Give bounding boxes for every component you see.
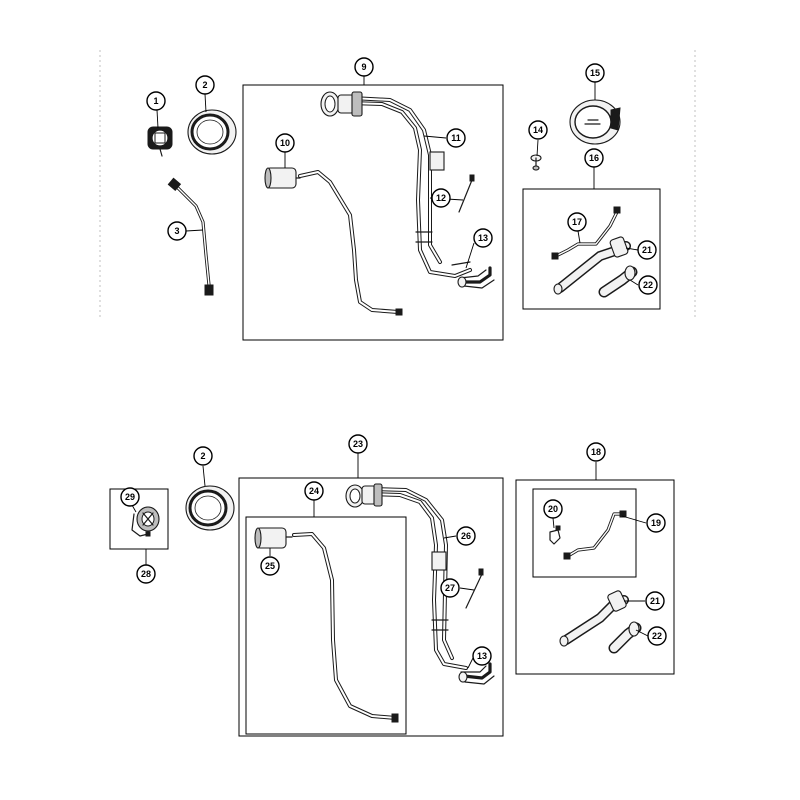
callout-29-label: 29: [125, 492, 135, 502]
group-frame-18: [515, 479, 675, 675]
tube-icon: [298, 170, 403, 316]
callout-9: 9: [354, 57, 374, 77]
callout-21: 21: [637, 240, 657, 260]
callout-20-label: 20: [548, 504, 558, 514]
callout-22-label: 22: [643, 280, 653, 290]
callout-13-bottom-label: 13: [477, 651, 487, 661]
callout-21-label: 21: [642, 245, 652, 255]
callout-24-label: 24: [309, 486, 319, 496]
callout-13-bottom: 13: [472, 646, 492, 666]
callout-9-label: 9: [361, 62, 366, 72]
callout-14-label: 14: [533, 125, 543, 135]
tube-icon: [563, 510, 627, 560]
filler-neck-icon: [320, 91, 472, 278]
grommet-ring-icon: [185, 485, 235, 531]
hose-icon: [458, 662, 495, 685]
callout-29: 29: [120, 487, 140, 507]
callout-11: 11: [446, 128, 466, 148]
callout-2-label: 2: [202, 80, 207, 90]
callout-28-label: 28: [141, 569, 151, 579]
callout-15: 15: [585, 63, 605, 83]
tether-icon: [131, 513, 151, 537]
callout-2-bottom-label: 2: [200, 451, 205, 461]
callout-18-label: 18: [591, 447, 601, 457]
leader-lines-bottom: [131, 453, 649, 669]
filler-neck-icon: [345, 483, 468, 670]
hose-icon: [608, 621, 642, 654]
callout-16-label: 16: [589, 153, 599, 163]
vapor-canister-icon: [264, 167, 301, 189]
group-frame-23: [238, 477, 504, 737]
callout-11-label: 11: [451, 133, 461, 143]
callout-12-label: 12: [436, 193, 446, 203]
callout-22: 22: [638, 275, 658, 295]
callout-27: 27: [440, 578, 460, 598]
callout-2: 2: [195, 75, 215, 95]
callout-26: 26: [456, 526, 476, 546]
callout-12: 12: [431, 188, 451, 208]
tube-icon: [167, 177, 214, 296]
push-pin-icon: [549, 525, 561, 545]
push-pin-icon: [530, 154, 542, 171]
callout-15-label: 15: [590, 68, 600, 78]
callout-28: 28: [136, 564, 156, 584]
tube-icon: [551, 206, 621, 260]
callout-25: 25: [260, 556, 280, 576]
callout-3: 3: [167, 221, 187, 241]
leader-lines-top: [156, 76, 639, 286]
callout-3-label: 3: [174, 226, 179, 236]
callout-25-label: 25: [265, 561, 275, 571]
group-frame-28: [109, 488, 169, 550]
callout-18: 18: [586, 442, 606, 462]
callout-14: 14: [528, 120, 548, 140]
callout-23-label: 23: [353, 439, 363, 449]
vapor-canister-icon: [254, 527, 293, 549]
group-frame-16: [522, 188, 661, 310]
group-frame-9: [242, 84, 504, 341]
callout-16: 16: [584, 148, 604, 168]
hose-icon: [457, 266, 495, 289]
callout-21-bottom: 21: [645, 591, 665, 611]
callout-13-label: 13: [478, 233, 488, 243]
callout-22-bottom-label: 22: [652, 631, 662, 641]
callout-1-label: 1: [153, 96, 158, 106]
callout-17-label: 17: [572, 217, 582, 227]
filler-neck-icon: [553, 236, 631, 295]
group-frame-19: [532, 488, 637, 578]
callout-2-bottom: 2: [193, 446, 213, 466]
callout-19: 19: [646, 513, 666, 533]
filler-neck-icon: [559, 590, 629, 647]
tie-strap-icon: [458, 174, 475, 213]
group-frame-24: [245, 516, 407, 735]
fuel-door-icon: [569, 99, 621, 145]
callout-23: 23: [348, 434, 368, 454]
callout-20: 20: [543, 499, 563, 519]
callout-24: 24: [304, 481, 324, 501]
grommet-ring-icon: [187, 109, 237, 155]
callout-17: 17: [567, 212, 587, 232]
callout-1: 1: [146, 91, 166, 111]
callout-13: 13: [473, 228, 493, 248]
fuel-cap-icon: [136, 506, 160, 532]
hose-icon: [598, 265, 638, 298]
tie-strap-icon: [465, 568, 484, 609]
callout-10: 10: [275, 133, 295, 153]
callout-10-label: 10: [280, 138, 290, 148]
callout-27-label: 27: [445, 583, 455, 593]
callout-19-label: 19: [651, 518, 661, 528]
tube-icon: [292, 532, 399, 723]
callout-26-label: 26: [461, 531, 471, 541]
callout-21-bottom-label: 21: [650, 596, 660, 606]
fuel-cap-icon: [147, 126, 173, 157]
callout-22-bottom: 22: [647, 626, 667, 646]
